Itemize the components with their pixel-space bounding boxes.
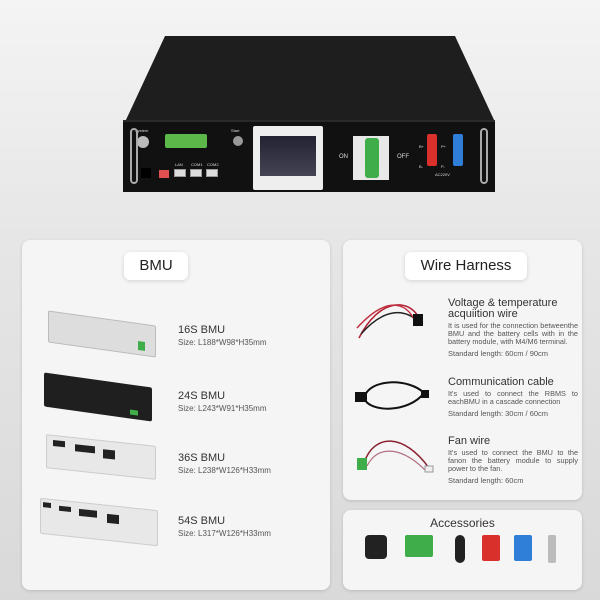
fan-wire-image [357, 440, 434, 473]
touch-screen[interactable] [260, 136, 316, 176]
right-handle [480, 128, 488, 184]
accessory-terminal-pin [548, 535, 556, 563]
wire-item-communication: Communication cable It's used to connect… [448, 376, 578, 419]
wire-desc: It's used to connect the BMU to the fano… [448, 448, 578, 473]
bmu-panel: BMU 16S BMU Size: L188*W98*H35mm 24S BMU… [22, 240, 330, 590]
voltage-wire-image [356, 304, 423, 339]
p-plus-label: P+ [441, 144, 447, 149]
wire-harness-panel: Wire Harness Voltage & temperature acqui… [343, 240, 582, 500]
display-bezel [253, 126, 323, 190]
dip-switch[interactable] [159, 170, 169, 178]
start-label: Start [231, 128, 240, 133]
b-plus-label: B+ [419, 144, 425, 149]
on-label: ON [339, 154, 348, 160]
blue-power-connector [453, 134, 463, 166]
wire-length: Standard length: 30cm / 60cm [448, 409, 549, 418]
left-handle [130, 128, 138, 184]
bmu-item-16s: 16S BMU Size: L188*W98*H35mm [178, 324, 266, 347]
bmu-item-36s: 36S BMU Size: L238*W126*H33mm [178, 452, 271, 475]
bmu-size: Size: L243*W91*H35mm [178, 404, 267, 413]
ac-label: AC220V [435, 172, 450, 177]
bmu-size: Size: L238*W126*H33mm [178, 466, 271, 475]
wire-title: Voltage & temperature acquiition wire [448, 297, 558, 320]
red-power-connector [427, 134, 437, 166]
system-label: System [135, 128, 149, 133]
wire-item-fan: Fan wire It's used to connect the BMU to… [448, 435, 578, 486]
com1-port [190, 169, 202, 177]
system-button[interactable] [137, 136, 149, 148]
bmu-title: BMU [124, 252, 188, 280]
device-front-panel: System Start LAN COM1 COM2 ON OFF B+ B- … [123, 120, 495, 192]
bmu-size: Size: L317*W126*H33mm [178, 529, 271, 538]
accessory-rj45-connector [365, 535, 387, 559]
bmu-item-54s: 54S BMU Size: L317*W126*H33mm [178, 515, 271, 538]
wire-item-voltage: Voltage & temperature acquiition wire It… [448, 297, 578, 359]
breaker-handle [365, 138, 379, 178]
accessories-title: Accessories [430, 516, 495, 530]
accessory-cable-gland [455, 535, 465, 563]
wire-title: Communication cable [448, 376, 554, 388]
b-minus-label: B- [419, 164, 423, 169]
wire-images [355, 304, 434, 473]
bmu-54s-image [40, 497, 158, 547]
off-label: OFF [397, 154, 409, 160]
accessory-blue-connector [514, 535, 532, 561]
p-minus-label: P- [441, 164, 445, 169]
device-top-face [125, 36, 495, 122]
wire-desc: It's used to connect the RBMS to eachBMU… [448, 389, 578, 406]
wire-title: Fan wire [448, 435, 491, 447]
bmu-size: Size: L188*W98*H35mm [178, 338, 267, 347]
bmu-item-24s: 24S BMU Size: L243*W91*H35mm [178, 390, 266, 413]
start-button[interactable] [233, 136, 243, 146]
bmu-36s-image [46, 434, 156, 480]
bmu-16s-image [48, 310, 156, 358]
breaker-switch[interactable] [353, 136, 389, 180]
wire-harness-title: Wire Harness [405, 252, 527, 280]
bmu-name: 54S BMU [178, 515, 226, 527]
green-connector [165, 134, 207, 148]
lan-label: LAN [175, 162, 183, 167]
bmu-name: 16S BMU [178, 324, 226, 336]
accessory-green-terminal [405, 535, 433, 557]
communication-cable-image [355, 381, 429, 410]
com2-port [206, 169, 218, 177]
lan-port [174, 169, 186, 177]
bmu-name: 24S BMU [178, 390, 226, 402]
bmu-name: 36S BMU [178, 452, 226, 464]
bmu-24s-image [44, 372, 152, 422]
com1-label: COM1 [191, 162, 203, 167]
accessory-red-connector [482, 535, 500, 561]
bmu-out-port [141, 168, 151, 178]
com2-label: COM2 [207, 162, 219, 167]
wire-desc: It is used for the connection betweenthe… [448, 321, 578, 346]
wire-length: Standard length: 60cm [448, 476, 524, 485]
wire-length: Standard length: 60cm / 90cm [448, 349, 549, 358]
